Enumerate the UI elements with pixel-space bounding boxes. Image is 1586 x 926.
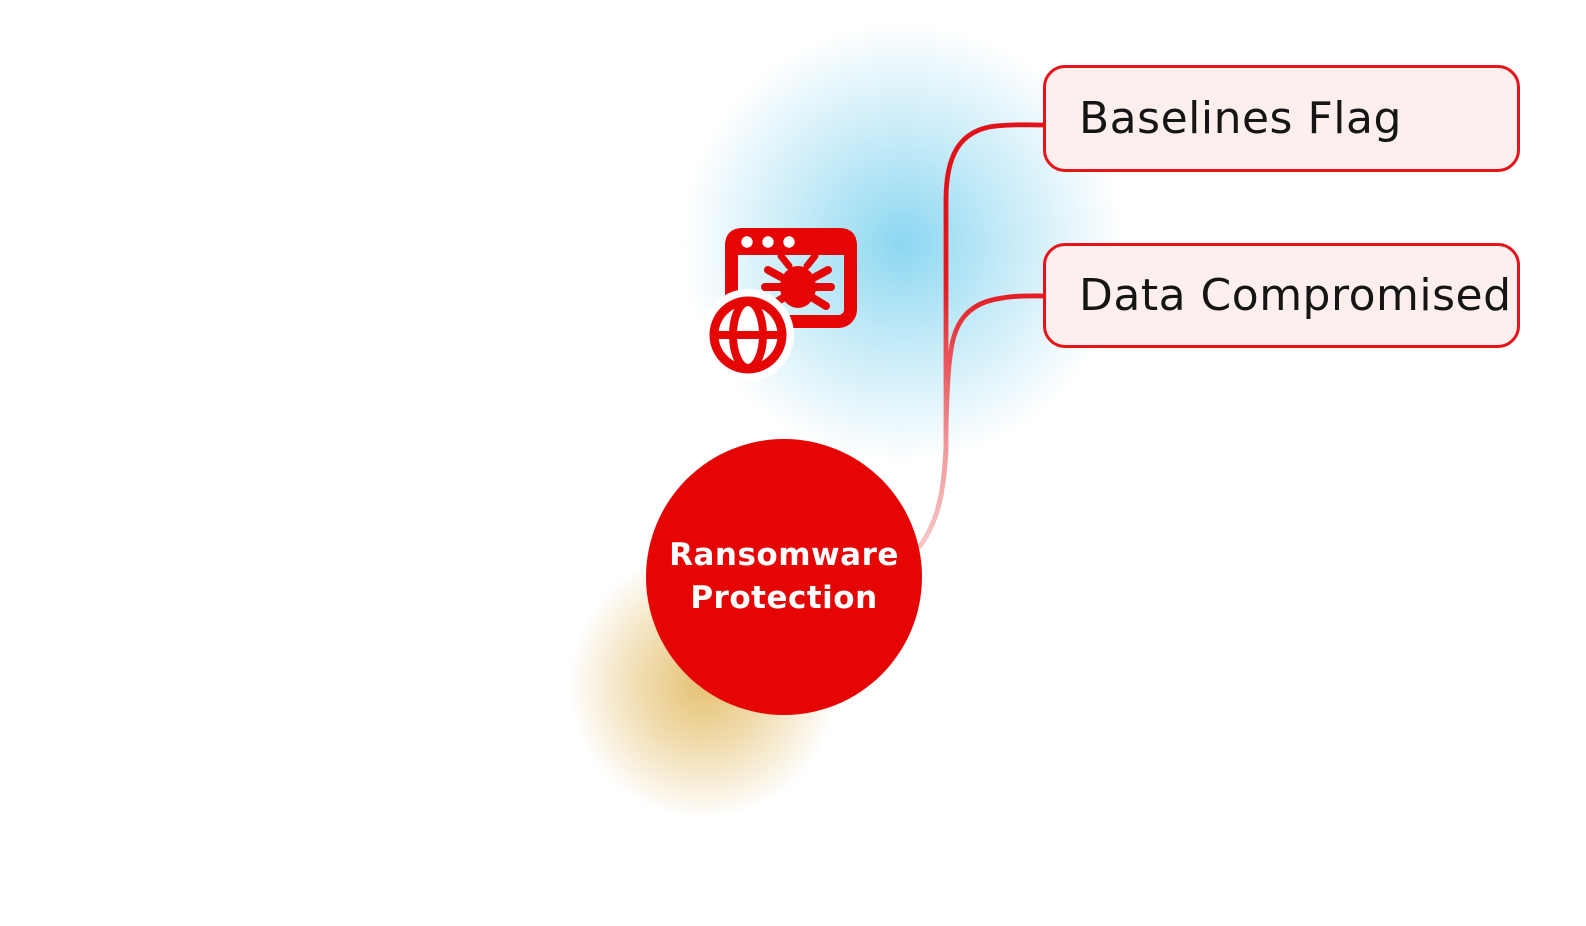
- branch-box-data-compromised: Data Compromised: [1043, 243, 1520, 348]
- center-node-label-line1: Ransomware: [669, 537, 899, 573]
- malware-browser-globe-icon: [702, 228, 857, 381]
- center-node-ransomware-protection: Ransomware Protection: [646, 439, 922, 715]
- connector-data-compromised: [917, 293, 1046, 549]
- browser-dot-icon: [783, 236, 795, 248]
- browser-dot-icon: [741, 236, 753, 248]
- branch-label: Baselines Flag: [1079, 93, 1402, 144]
- branch-label: Data Compromised: [1079, 270, 1512, 321]
- connector-baselines-flag: [917, 122, 1046, 549]
- browser-dot-icon: [762, 236, 774, 248]
- center-node-label-line2: Protection: [690, 580, 878, 616]
- branch-box-baselines-flag: Baselines Flag: [1043, 65, 1520, 172]
